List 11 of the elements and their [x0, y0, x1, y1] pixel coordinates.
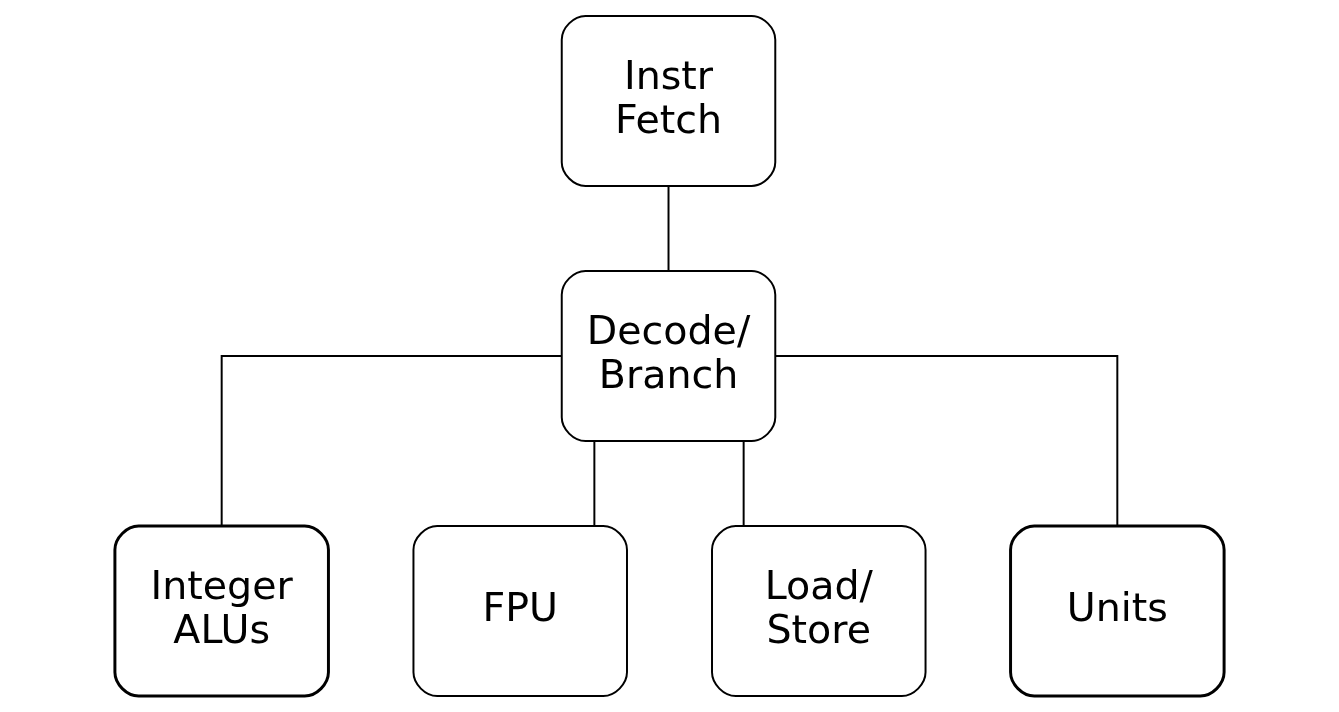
- connector: [667, 185, 670, 272]
- node-box: Integer ALUs: [113, 524, 330, 698]
- connector: [774, 355, 1119, 527]
- connector: [593, 440, 596, 527]
- node-box: Load/ Store: [711, 525, 927, 698]
- connector: [742, 440, 745, 527]
- node-box: Units: [1009, 524, 1226, 698]
- node-box: Instr Fetch: [560, 14, 777, 187]
- node-box: FPU: [412, 525, 628, 698]
- node-box: Decode/ Branch: [560, 270, 777, 442]
- connector: [220, 355, 563, 527]
